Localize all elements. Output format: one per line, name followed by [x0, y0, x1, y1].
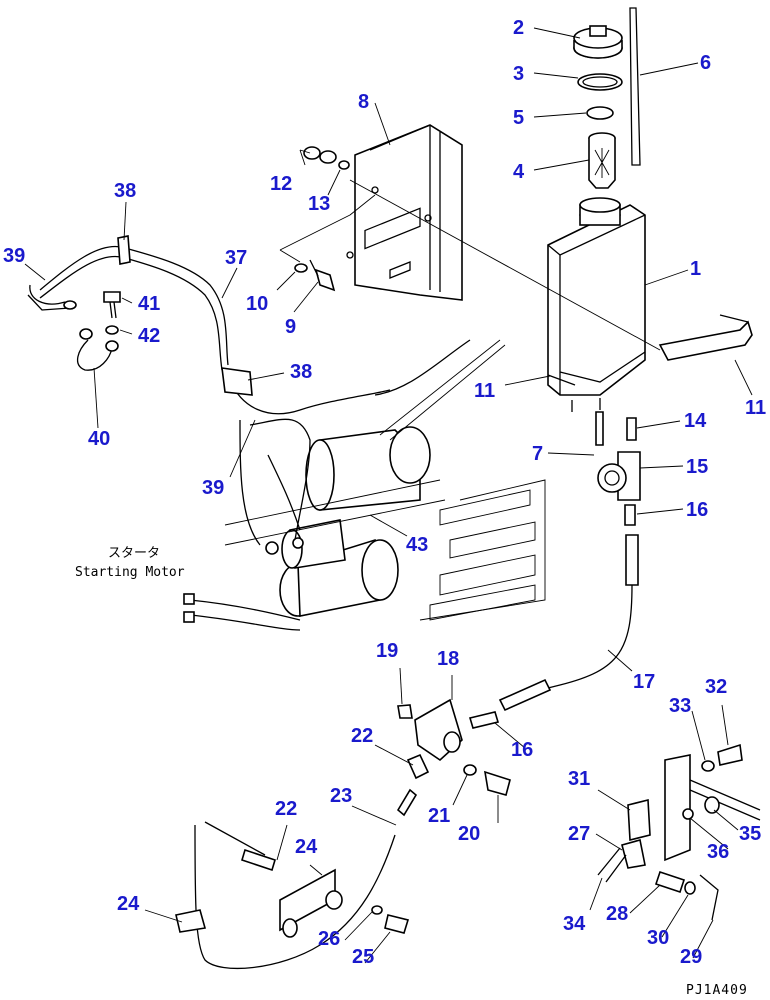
bolt [309, 259, 336, 292]
callout-39a: 39 [3, 245, 25, 267]
callout-12: 12 [270, 173, 292, 195]
lower-bracket [597, 743, 761, 921]
callout-17: 17 [633, 671, 655, 693]
callout-39b: 39 [202, 477, 224, 499]
callout-27: 27 [568, 823, 590, 845]
dipstick [629, 7, 641, 166]
callout-31: 31 [568, 768, 590, 790]
callout-36: 36 [707, 841, 729, 863]
starting-motor [279, 426, 431, 617]
callout-32: 32 [705, 676, 727, 698]
callout-19: 19 [376, 640, 398, 662]
callout-38a: 38 [114, 180, 136, 202]
callout-20: 20 [458, 823, 480, 845]
callouts: 1 2 3 4 5 6 7 8 9 10 11 11 12 13 14 15 1… [3, 17, 766, 968]
callout-18: 18 [437, 648, 459, 670]
callout-6: 6 [700, 52, 711, 74]
callout-37: 37 [225, 247, 247, 269]
bracket [346, 124, 463, 301]
callout-21: 21 [428, 805, 450, 827]
callout-11a: 11 [474, 380, 495, 402]
strainer [588, 132, 616, 189]
callout-22a: 22 [351, 725, 373, 747]
callout-16b: 16 [511, 739, 533, 761]
callout-11b: 11 [745, 397, 766, 419]
cap [573, 25, 623, 59]
callout-16a: 16 [686, 499, 708, 521]
callout-9: 9 [285, 316, 296, 338]
callout-15: 15 [686, 456, 708, 478]
callout-3: 3 [513, 63, 524, 85]
callout-33: 33 [669, 695, 691, 717]
callout-5: 5 [513, 107, 524, 129]
callout-4: 4 [513, 161, 525, 183]
tank [547, 197, 646, 412]
callout-28: 28 [606, 903, 628, 925]
mounting-plate [414, 698, 500, 762]
drain-valve [595, 411, 641, 586]
callout-24b: 24 [117, 893, 140, 915]
starter-label-en: Starting Motor [75, 565, 185, 580]
figure-code: PJ1A409 [686, 983, 748, 998]
gasket [586, 106, 614, 120]
harness [39, 245, 229, 366]
callout-1: 1 [690, 258, 701, 280]
callout-43: 43 [406, 534, 428, 556]
callout-22b: 22 [275, 798, 297, 820]
hose [539, 584, 633, 691]
callout-29: 29 [680, 946, 702, 968]
callout-42: 42 [138, 325, 160, 347]
callout-14: 14 [684, 410, 707, 432]
callout-8: 8 [358, 91, 369, 113]
callout-7: 7 [532, 443, 543, 465]
engine-outline [224, 339, 546, 621]
callout-26: 26 [318, 928, 340, 950]
callout-41: 41 [138, 293, 160, 315]
leader-lines [24, 27, 753, 964]
callout-2: 2 [513, 17, 524, 39]
callout-34: 34 [563, 913, 586, 935]
callout-30: 30 [647, 927, 669, 949]
callout-35: 35 [739, 823, 761, 845]
callout-40: 40 [88, 428, 110, 450]
starter-label-jp: スタータ [108, 546, 160, 561]
callout-25: 25 [352, 946, 374, 968]
nuts [303, 146, 350, 170]
callout-13: 13 [308, 193, 330, 215]
callout-38b: 38 [290, 361, 312, 383]
callout-10: 10 [246, 293, 268, 315]
callout-24a: 24 [295, 836, 318, 858]
callout-23: 23 [330, 785, 352, 807]
